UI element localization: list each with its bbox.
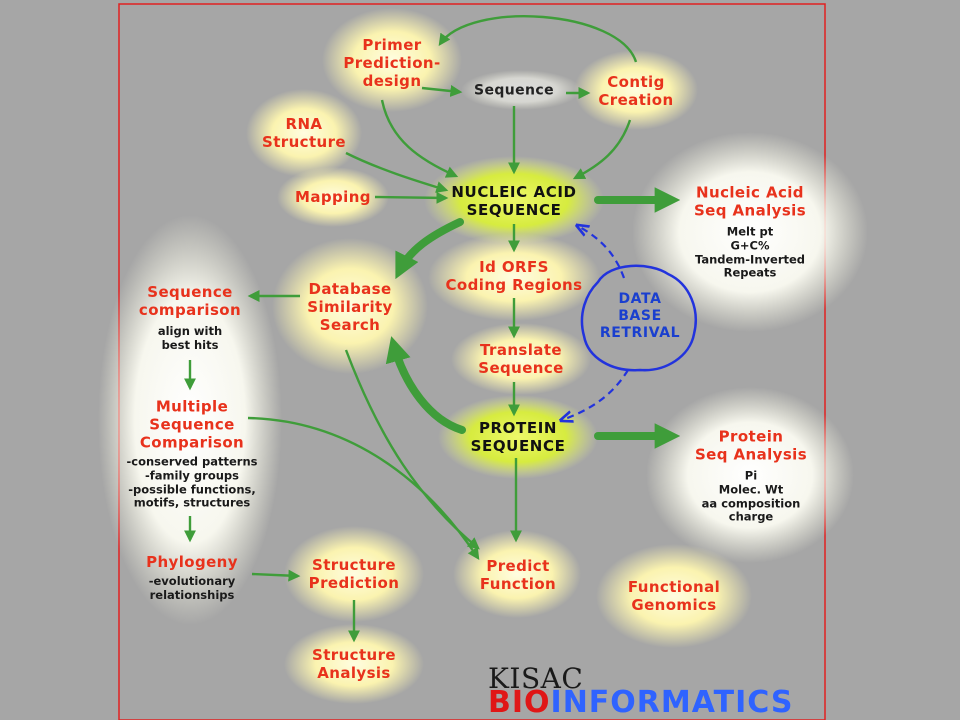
arrow-retrieval-to-nucleic <box>578 226 626 279</box>
arrow-multiple-to-function <box>247 416 480 561</box>
arrow-protein-to-database <box>385 336 466 434</box>
node-glows <box>98 8 868 704</box>
arrow-retrieval-to-protein <box>562 369 629 420</box>
arrow-nucleic-to-database <box>395 218 464 280</box>
major-flow-arrows <box>385 187 681 449</box>
database-retrieval-outline <box>580 264 697 372</box>
kisac-bioinformatics-logo: KISAC BIOINFORMATICS <box>488 662 848 720</box>
logo-bio-text: BIO <box>488 685 551 720</box>
arrow-primer-to-sequence <box>421 85 463 97</box>
retrieval-arrows <box>562 226 629 420</box>
logo-bioinformatics-text: BIOINFORMATICS <box>488 688 793 718</box>
arrow-contig-to-nucleic <box>572 119 632 180</box>
logo-informatics-text: INFORMATICS <box>550 685 794 720</box>
arrow-contig-to-primer <box>438 15 638 63</box>
logo-kisac-text: KISAC <box>488 662 584 695</box>
flow-arrows <box>184 15 638 643</box>
arrow-mapping-to-nucleic <box>374 191 449 204</box>
arrow-phylogeny-to-structure <box>251 569 301 582</box>
arrow-rna-to-nucleic <box>345 151 449 193</box>
arrow-primer-to-nucleic <box>380 99 459 178</box>
